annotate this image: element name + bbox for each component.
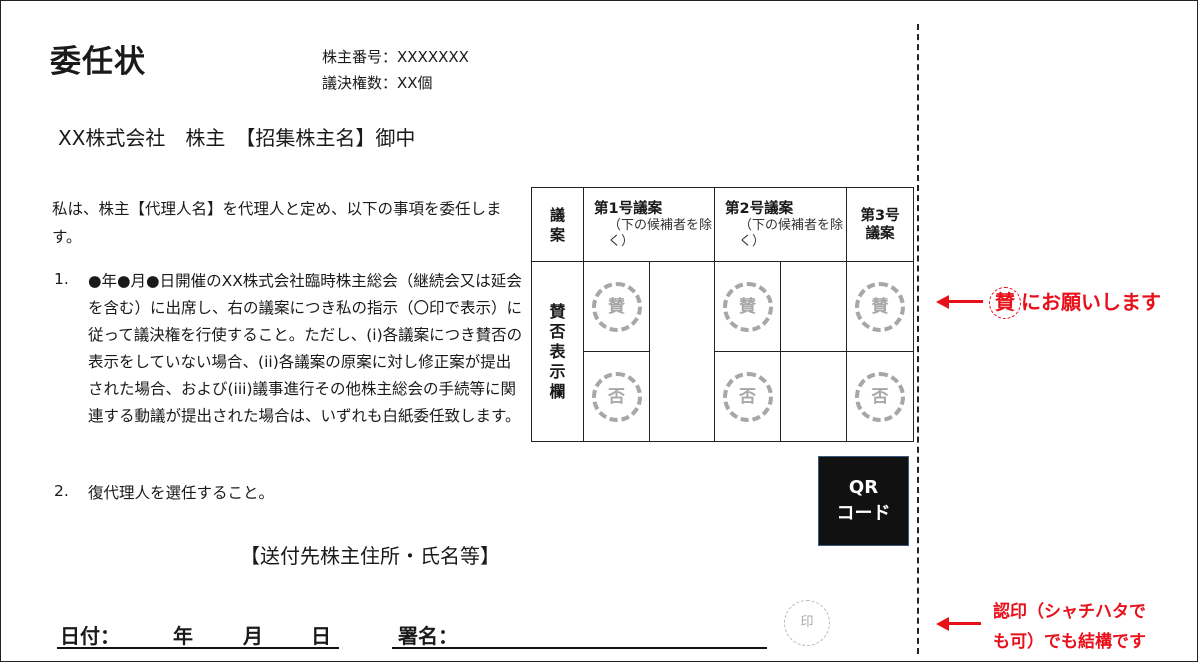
proposal-1-reject-cell[interactable]: 否: [583, 351, 650, 442]
arrow-shaft: [947, 300, 983, 303]
shareholder-number: 株主番号：XXXXXXX: [322, 48, 469, 66]
item-number: 2.: [54, 482, 69, 500]
addressee: XX株式会社 株主 【招集株主名】御中: [58, 126, 416, 150]
proposal-3-reject-cell[interactable]: 否: [846, 351, 915, 442]
proposal-2-header: 第2号議案 （下の候補者を除く）: [714, 187, 848, 262]
item-text: ●年●月●日開催のXX株式会社臨時株主総会（継続会又は延会を含む）に出席し、右の…: [88, 272, 523, 425]
seal-note: 認印（シャチハタで も可）でも結構です: [993, 597, 1146, 657]
approve-stamp: 賛: [591, 281, 642, 332]
vote-table: 議案 第1号議案 （下の候補者を除く） 第2号議案 （下の候補者を除く） 第3号…: [531, 187, 915, 442]
date-label: 日付：: [60, 624, 120, 648]
date-month: 月: [243, 624, 263, 648]
arrow-left-icon: [936, 295, 949, 309]
seal-note-line: 認印（シャチハタで: [993, 602, 1146, 622]
qr-code[interactable]: QR コード: [818, 456, 909, 546]
proposal-2-blank-cell: [780, 261, 848, 352]
qr-code-label: コード: [836, 503, 891, 524]
item-number: 1.: [54, 270, 69, 288]
approve-note: 賛にお願いします: [989, 286, 1161, 319]
proposal-2-blank-cell: [780, 351, 848, 442]
reject-stamp: 否: [855, 371, 906, 422]
date-day: 日: [311, 624, 331, 648]
voting-rights: 議決権数：XX個: [322, 74, 433, 92]
sender-address: 【送付先株主住所・氏名等】: [240, 544, 500, 568]
item-text: 復代理人を選任すること。: [88, 484, 275, 502]
page-title: 委任状: [50, 44, 146, 80]
approve-note-circle: 賛: [989, 287, 1021, 319]
proposal-1-blank-cell: [648, 261, 716, 442]
cut-line: [917, 24, 919, 654]
arrow-left-icon: [936, 617, 949, 631]
intro-text: 私は、株主【代理人名】を代理人と定め、以下の事項を委任します。: [52, 200, 502, 246]
vote-row-label: 賛否表示欄: [531, 261, 584, 442]
reject-stamp: 否: [722, 371, 773, 422]
proposal-1-header: 第1号議案 （下の候補者を除く）: [582, 187, 716, 262]
approve-note-text: にお願いします: [1021, 290, 1161, 314]
date-underline: [57, 647, 339, 649]
signature-line[interactable]: [392, 647, 767, 649]
proposal-3-header: 第3号議案: [846, 187, 915, 262]
approve-stamp: 賛: [722, 281, 773, 332]
seal-mark: 印: [784, 600, 830, 646]
signature-label: 署名：: [398, 624, 458, 648]
reject-stamp: 否: [591, 371, 642, 422]
proposal-1-approve-cell[interactable]: 賛: [583, 261, 650, 352]
date-year: 年: [173, 624, 193, 648]
seal-note-line: も可）でも結構です: [993, 632, 1146, 652]
approve-stamp: 賛: [855, 281, 906, 332]
arrow-shaft: [947, 622, 981, 625]
proposal-2-approve-cell[interactable]: 賛: [714, 261, 781, 352]
proposal-2-reject-cell[interactable]: 否: [714, 351, 781, 442]
table-corner: 議案: [531, 187, 584, 262]
proposal-3-approve-cell[interactable]: 賛: [846, 261, 915, 352]
qr-code-label: QR: [848, 477, 879, 498]
